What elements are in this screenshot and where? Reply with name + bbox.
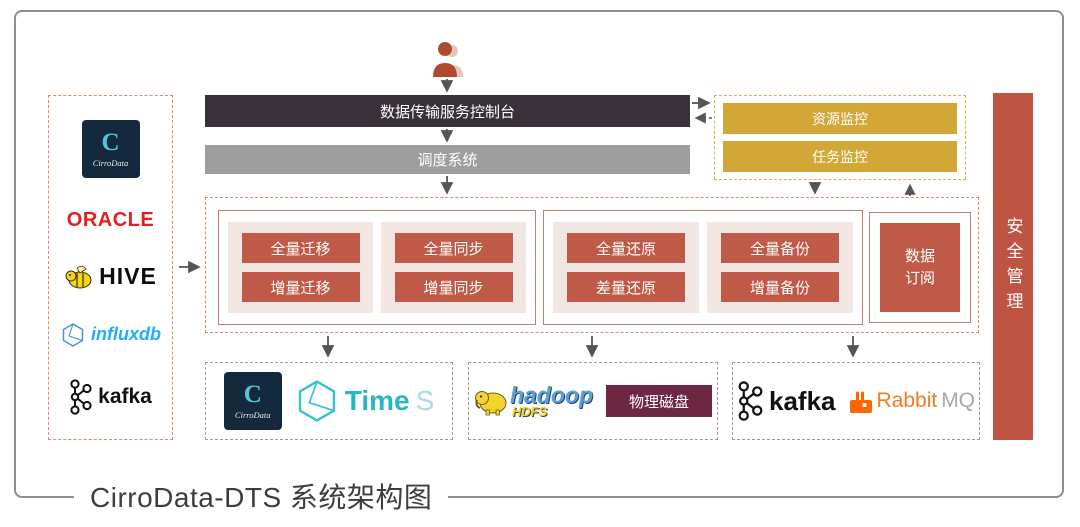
hive-bee-icon xyxy=(65,265,92,289)
diagram-frame xyxy=(14,10,1064,498)
full-sync-button: 全量同步 xyxy=(394,233,513,263)
incremental-sync-button: 增量同步 xyxy=(394,272,513,302)
hadoop-label: hadoop xyxy=(509,381,594,408)
influxdb-logo: influxdb xyxy=(60,322,161,348)
console-bar-label: 数据传输服务控制台 xyxy=(379,103,515,121)
influxdb-label: influxdb xyxy=(91,324,161,345)
hadoop-hdfs-logo: hadoop HDFS xyxy=(474,381,594,419)
task-monitor-bar: 任务监控 xyxy=(723,141,957,172)
scheduler-bar: 调度系统 xyxy=(205,145,690,174)
restore-panel: 全量还原 差量还原 xyxy=(553,222,699,313)
hive-label: HIVE xyxy=(99,263,157,290)
kafka-target-logo: kafka xyxy=(737,380,836,422)
hadoop-elephant-icon xyxy=(474,391,507,416)
cirrodata-target-logo: C CirroData xyxy=(223,372,282,430)
times-text-main: Time xyxy=(344,385,410,416)
data-subscribe-line1: 数据 xyxy=(904,247,935,265)
full-restore-button: 全量还原 xyxy=(567,233,685,263)
monitor-panel: 资源监控 任务监控 xyxy=(714,95,966,180)
target-hdfs-disk: hadoop HDFS 物理磁盘 xyxy=(468,362,718,440)
full-backup-button: 全量备份 xyxy=(721,233,839,263)
user-icon xyxy=(433,42,463,77)
data-subscribe-button: 数据 订阅 xyxy=(880,223,960,312)
cirrodata-label: CirroData xyxy=(92,157,129,168)
cirrodata-logo: C CirroData xyxy=(81,119,140,178)
cirrodata-target-mark-icon: C xyxy=(243,381,262,408)
diagram-title: CirroData-DTS 系统架构图 xyxy=(74,478,449,518)
scheduler-bar-label: 调度系统 xyxy=(417,152,478,169)
differential-restore-button: 差量还原 xyxy=(567,272,685,302)
security-bar: 安全管理 xyxy=(993,93,1033,440)
kafka-source-logo: kafka xyxy=(69,379,152,415)
cirrodata-target-label: CirroData xyxy=(234,410,271,420)
rabbitmq-label-rabbit: Rabbit xyxy=(876,389,938,412)
hadoop-text-block: hadoop HDFS xyxy=(509,381,594,419)
times-polyhedron-icon xyxy=(298,380,335,422)
incremental-migration-button: 增量迁移 xyxy=(241,272,360,302)
times-text-s: S xyxy=(415,385,435,416)
migration-panel: 全量迁移 增量迁移 xyxy=(228,222,373,313)
resource-monitor-bar: 资源监控 xyxy=(723,103,957,134)
kafka-target-icon xyxy=(738,381,763,421)
console-bar: 数据传输服务控制台 xyxy=(205,95,690,127)
full-migration-button: 全量迁移 xyxy=(241,233,360,263)
data-subscribe-line2: 订阅 xyxy=(904,269,935,287)
rabbitmq-label-mq: MQ xyxy=(941,389,976,412)
rabbitmq-icon xyxy=(850,391,873,413)
hdfs-label: HDFS xyxy=(511,403,548,419)
kafka-target-label: kafka xyxy=(768,385,836,416)
services-container: 全量迁移 增量迁移 全量同步 增量同步 全量还原 差量还原 全量备份 增量备份 … xyxy=(205,197,979,333)
subscribe-group: 数据 订阅 xyxy=(869,212,971,323)
hive-logo: HIVE xyxy=(64,263,157,290)
cirrodata-mark-icon: C xyxy=(101,128,120,156)
backup-panel: 全量备份 增量备份 xyxy=(707,222,853,313)
influxdb-icon xyxy=(62,322,84,347)
oracle-logo: ORACLE xyxy=(66,209,155,232)
sync-panel: 全量同步 增量同步 xyxy=(381,222,526,313)
kafka-source-label: kafka xyxy=(98,385,152,409)
incremental-backup-button: 增量备份 xyxy=(721,272,839,302)
data-sources-panel: C CirroData ORACLE HIVE influxdb xyxy=(48,95,173,440)
migration-sync-group: 全量迁移 增量迁移 全量同步 增量同步 xyxy=(218,210,536,325)
physical-disk-box: 物理磁盘 xyxy=(606,385,713,417)
kafka-icon xyxy=(70,379,92,415)
restore-backup-group: 全量还原 差量还原 全量备份 增量备份 xyxy=(543,210,863,325)
